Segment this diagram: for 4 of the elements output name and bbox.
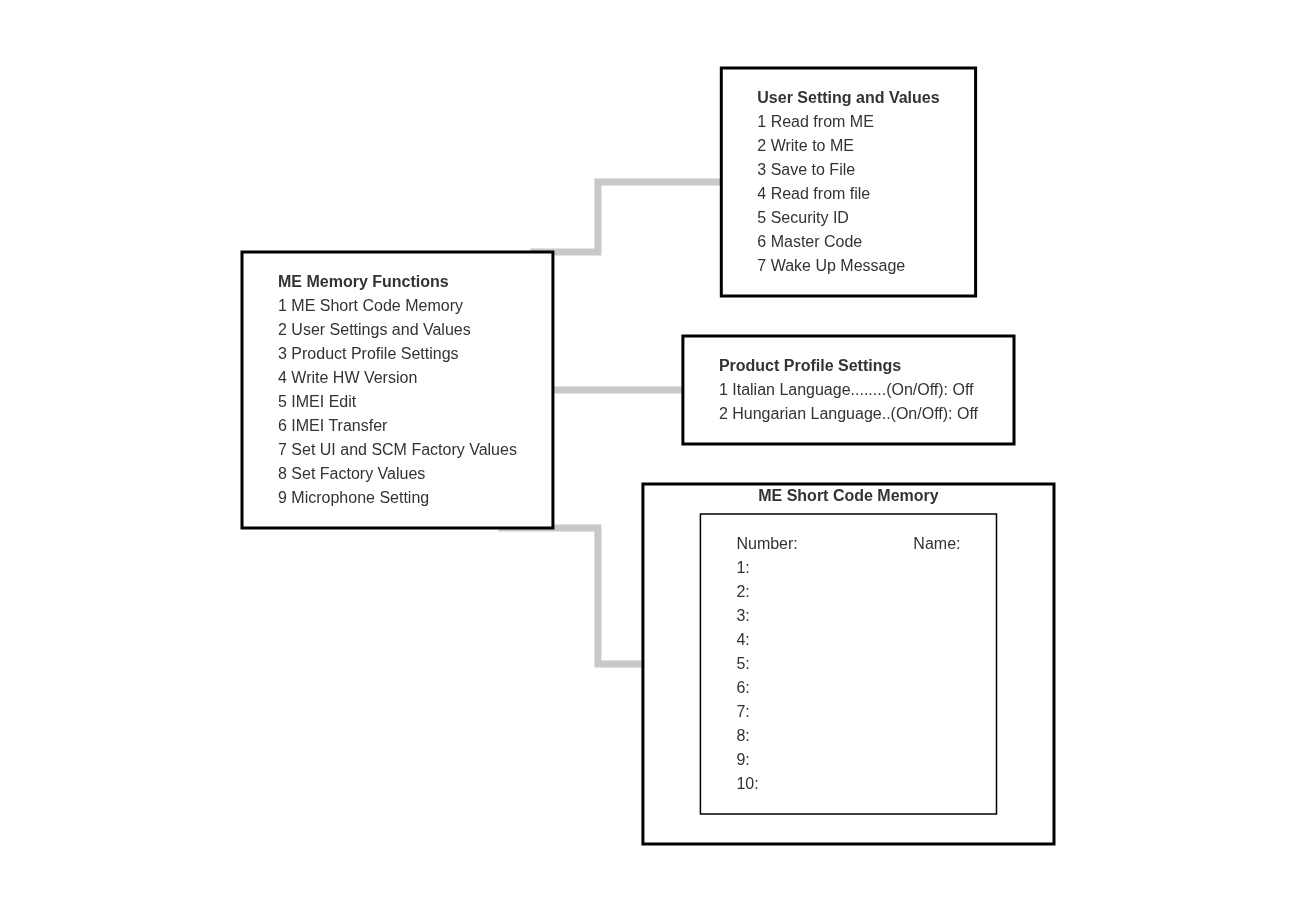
node-box: User Setting and Values 1 Read from ME 2 Write to ME 3 Save to File 4 Read from file 5 Security ID 6 Master Code 7 Wake Up Message xyxy=(719,66,977,298)
node-box: ME Memory Functions 1 ME Short Code Memory 2 User Settings and Values 3 Product Profile Settings 4 Write HW Version 5 IMEI Edit 6 IMEI Transfer 7 Set UI and SCM Factory Values 8 Set Factory Values 9 Microphone Setting xyxy=(240,250,554,530)
node-box: Product Profile Settings 1 Italian Language........(On/Off): Off 2 Hungarian Language..(On/Off): Off xyxy=(680,334,1015,446)
node-box: Number: Name: 1: 2: 3: 4: 5: 6: 7: 8: 9: 10: xyxy=(699,513,997,815)
